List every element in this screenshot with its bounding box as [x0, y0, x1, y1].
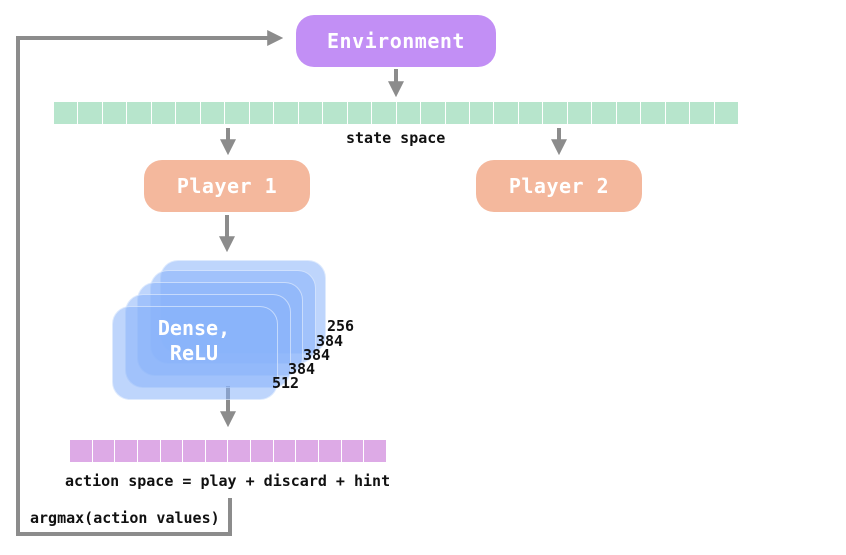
- dense-layer-label: Dense, ReLU: [112, 316, 276, 366]
- action-cell: [273, 440, 297, 462]
- state-space-label: state space: [346, 129, 446, 147]
- state-cell: [469, 102, 495, 124]
- state-cell: [567, 102, 593, 124]
- state-cell: [494, 102, 519, 124]
- state-cell: [200, 102, 226, 124]
- state-cell: [445, 102, 470, 124]
- action-cell: [341, 440, 365, 462]
- action-space-label: action space = play + discard + hint: [65, 472, 391, 490]
- state-cell: [690, 102, 715, 124]
- state-cell: [665, 102, 691, 124]
- state-cell: [78, 102, 103, 124]
- action-cell: [160, 440, 184, 462]
- player-2-box: Player 2: [476, 160, 642, 212]
- state-cell: [421, 102, 446, 124]
- action-cell: [319, 440, 342, 462]
- environment-label: Environment: [327, 29, 465, 53]
- state-cell: [372, 102, 397, 124]
- state-cell: [641, 102, 666, 124]
- state-cell: [102, 102, 128, 124]
- action-cell: [92, 440, 116, 462]
- state-cell: [323, 102, 348, 124]
- state-cell: [151, 102, 177, 124]
- layer-size-label: 384: [288, 360, 316, 378]
- action-cell: [115, 440, 138, 462]
- dense-layer-label-line1: Dense,: [157, 316, 231, 340]
- action-cell: [137, 440, 161, 462]
- state-cell: [543, 102, 568, 124]
- action-cell: [183, 440, 206, 462]
- environment-box: Environment: [296, 15, 496, 67]
- state-cell: [249, 102, 275, 124]
- state-cell: [298, 102, 324, 124]
- action-space-strip: [70, 440, 387, 462]
- action-cell: [228, 440, 252, 462]
- state-cell: [714, 102, 740, 124]
- player-1-box: Player 1: [144, 160, 310, 212]
- action-cell: [205, 440, 229, 462]
- player-1-label: Player 1: [176, 174, 278, 198]
- dense-layer-label-line2: ReLU: [169, 341, 219, 365]
- action-cell: [296, 440, 320, 462]
- state-cell: [176, 102, 201, 124]
- state-cell: [225, 102, 250, 124]
- state-cell: [396, 102, 422, 124]
- state-cell: [274, 102, 299, 124]
- arrow-feedback-loop: [16, 30, 284, 536]
- layer-size-label: 512: [272, 374, 300, 392]
- action-cell: [70, 440, 93, 462]
- state-cell: [592, 102, 617, 124]
- layer-size-label: 256: [327, 317, 355, 335]
- layer-size-label: 384: [316, 332, 344, 350]
- state-cell: [616, 102, 642, 124]
- dense-layer-5: [112, 306, 278, 400]
- player-2-label: Player 2: [508, 174, 610, 198]
- state-cell: [54, 102, 79, 124]
- state-cell: [127, 102, 152, 124]
- state-space-strip: [54, 102, 740, 124]
- action-cell: [364, 440, 387, 462]
- argmax-label: argmax(action values): [30, 509, 220, 527]
- state-cell: [347, 102, 373, 124]
- layer-size-label: 384: [303, 346, 331, 364]
- state-cell: [518, 102, 544, 124]
- action-cell: [251, 440, 274, 462]
